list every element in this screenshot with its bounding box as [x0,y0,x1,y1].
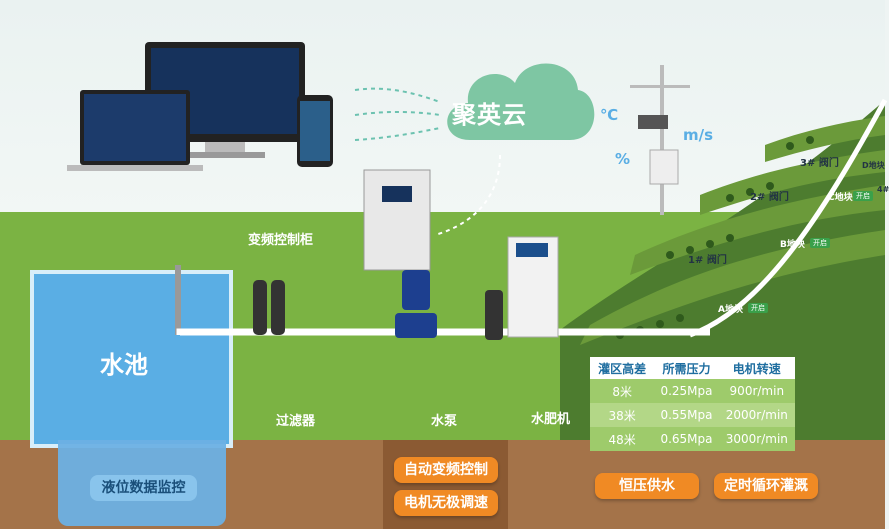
filter-label: 过滤器 [276,414,316,429]
table-header: 所需压力 [654,357,719,379]
temperature-unit: ℃ [600,106,619,124]
table-header: 电机转速 [718,357,795,379]
control-cabinet [363,169,431,271]
table-header-row: 灌区高差 所需压力 电机转速 [590,357,795,379]
plot-c-status: 开启 [853,191,873,201]
filter-device [253,280,285,335]
valve-1-label: 1# 阀门 [688,255,727,266]
timed-irrigation-button[interactable]: 定时循环灌溉 [714,473,818,499]
weather-station [630,65,690,215]
table-header: 灌区高差 [590,357,655,379]
stepless-speed-button[interactable]: 电机无极调速 [394,490,498,516]
table-cell: 0.25Mpa [654,379,719,403]
water-pool [30,270,233,448]
table-cell: 3000r/min [718,427,795,451]
table-cell: 8米 [590,379,655,403]
table-row: 48米 0.65Mpa 3000r/min [590,427,795,451]
table-cell: 38米 [590,403,655,427]
table-row: 8米 0.25Mpa 900r/min [590,379,795,403]
valve-4-label: 4# [877,185,889,194]
plot-a-status: 开启 [748,303,768,313]
plot-c-label: C地块 [828,193,853,203]
cabinet-label: 变频控制柜 [248,233,314,248]
table-cell: 0.65Mpa [654,427,719,451]
terraced-hill [560,98,888,440]
plot-a-label: A地块 [718,305,743,315]
monitoring-devices [67,42,333,171]
plot-d-label: D地块 [862,161,885,170]
cloud-to-cabinet-arrow [434,154,501,236]
plot-b-status: 开启 [810,238,830,248]
plot-b-label: B地块 [780,240,805,250]
valve-3-label: 3# 阀门 [800,158,839,169]
pressure-table: 灌区高差 所需压力 电机转速 8米 0.25Mpa 900r/min 38米 0… [590,357,795,451]
wind-speed-unit: m/s [683,126,714,144]
pool-label: 水池 [100,351,148,379]
table-cell: 48米 [590,427,655,451]
table-cell: 900r/min [718,379,795,403]
cloud-label: 聚英云 [452,101,527,129]
auto-frequency-control-button[interactable]: 自动变频控制 [394,457,498,483]
valve-2-label: 2# 阀门 [750,192,789,203]
humidity-unit: % [615,150,631,168]
pump-label: 水泵 [431,414,458,429]
table-cell: 0.55Mpa [654,403,719,427]
cloud-icon [447,63,595,140]
constant-pressure-button[interactable]: 恒压供水 [595,473,699,499]
level-monitor-button[interactable]: 液位数据监控 [90,475,197,501]
pump-device [395,270,437,338]
fertilizer-machine [485,236,559,340]
table-cell: 2000r/min [718,403,795,427]
table-row: 38米 0.55Mpa 2000r/min [590,403,795,427]
data-flow-arrows [354,87,441,141]
fertilizer-label: 水肥机 [531,412,571,427]
